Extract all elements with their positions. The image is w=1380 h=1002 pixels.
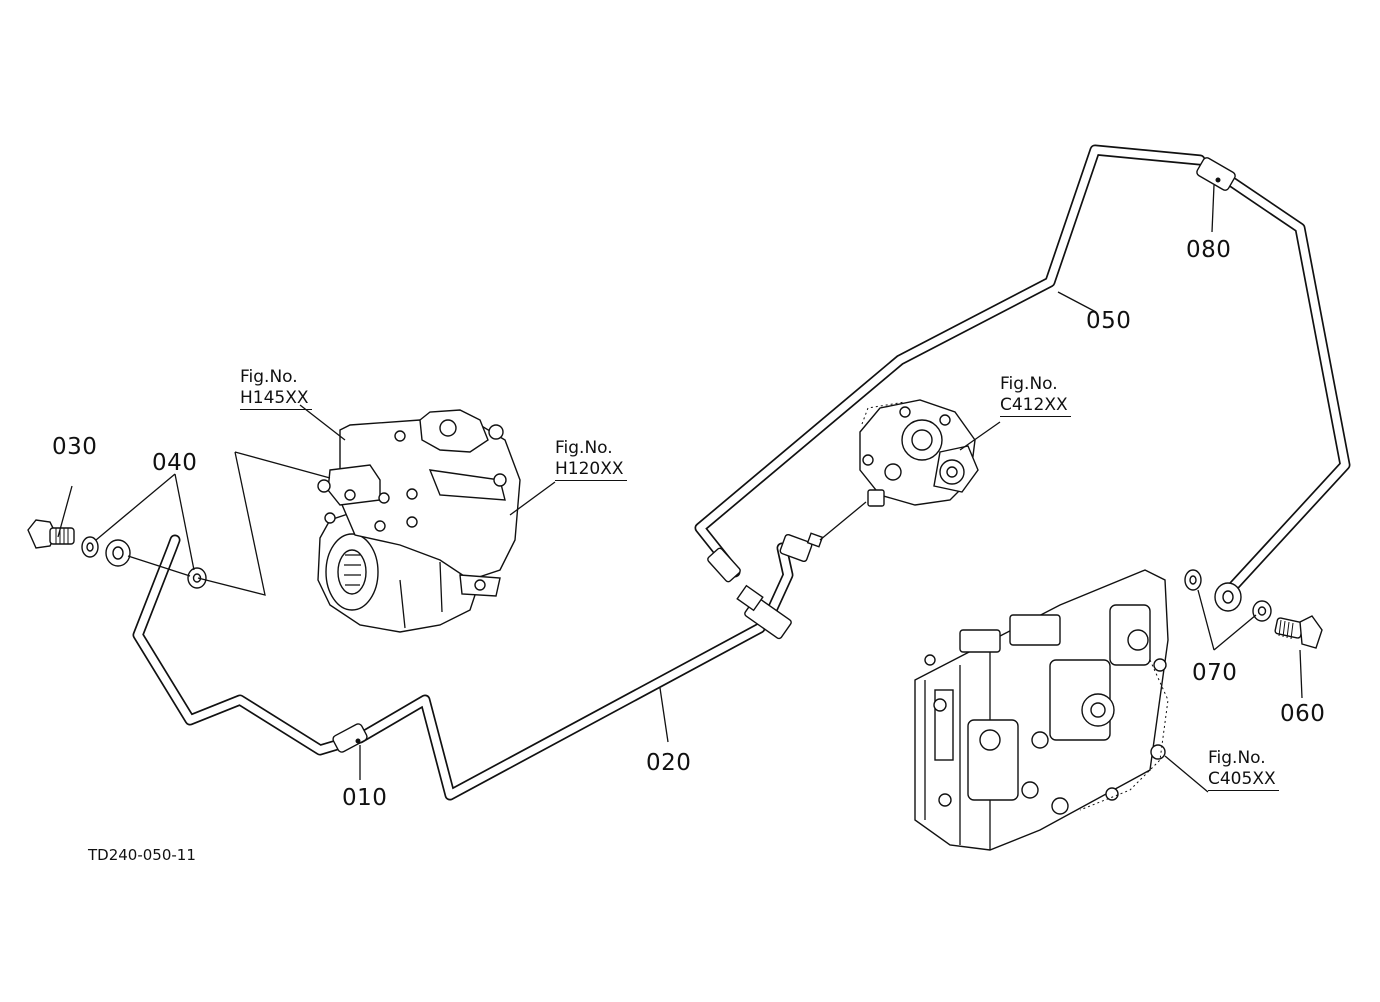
pressure-sensor-block <box>859 399 979 507</box>
part-label-080: 080 <box>1186 237 1232 263</box>
banjo-bolt-030 <box>27 519 75 549</box>
valve-body <box>914 569 1169 851</box>
fig-ref-c405: Fig.No. C405XX <box>1208 748 1279 791</box>
banjo-eye-left <box>105 539 131 567</box>
fig-ref-c405-prefix: Fig.No. <box>1208 748 1266 768</box>
fig-ref-c405-code: C405XX <box>1208 769 1279 791</box>
part-label-060: 060 <box>1280 701 1326 727</box>
part-label-020: 020 <box>646 750 692 776</box>
banjo-bolt-060 <box>1274 615 1323 649</box>
fig-ref-c412-code: C412XX <box>1000 395 1071 417</box>
washer-070-b <box>1252 600 1272 622</box>
fig-ref-h145: Fig.No. H145XX <box>240 367 312 410</box>
fig-ref-h145-code: H145XX <box>240 388 312 410</box>
pipe-branch <box>766 542 794 616</box>
pipe-020 <box>132 534 766 801</box>
leader-lines <box>57 184 1303 793</box>
part-label-010: 010 <box>342 785 388 811</box>
diagram-id: TD240-050-11 <box>88 846 196 864</box>
fig-ref-c412: Fig.No. C412XX <box>1000 374 1071 417</box>
fig-ref-h120: Fig.No. H120XX <box>555 438 627 481</box>
fig-ref-c412-prefix: Fig.No. <box>1000 374 1058 394</box>
washer-040-a <box>81 536 99 558</box>
hydraulic-pump <box>317 409 521 633</box>
part-label-070: 070 <box>1192 660 1238 686</box>
part-label-040: 040 <box>152 450 198 476</box>
fig-ref-h120-prefix: Fig.No. <box>555 438 613 458</box>
washer-040-b <box>187 567 207 589</box>
washer-070-a <box>1184 569 1202 591</box>
tee-fitting <box>707 532 824 640</box>
clamp-010 <box>332 723 368 753</box>
part-label-050: 050 <box>1086 308 1132 334</box>
fig-ref-h145-prefix: Fig.No. <box>240 367 298 387</box>
fig-ref-h120-code: H120XX <box>555 459 627 481</box>
part-label-030: 030 <box>52 434 98 460</box>
clamp-080 <box>1196 157 1236 191</box>
pipe-050 <box>694 144 1351 596</box>
banjo-eye-right <box>1214 582 1242 612</box>
